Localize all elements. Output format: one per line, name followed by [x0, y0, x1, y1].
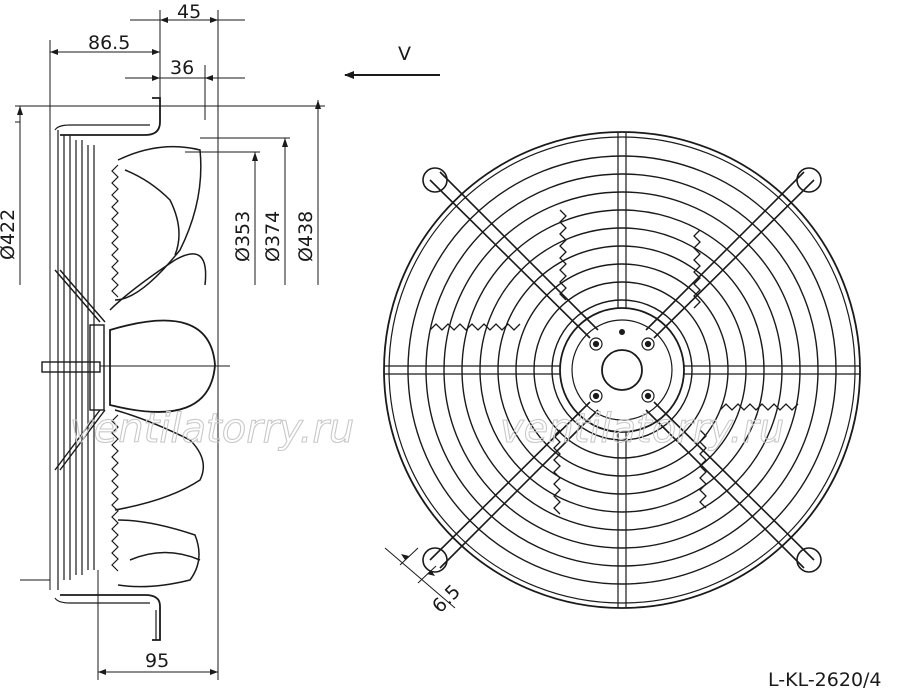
drawing-code: L-KL-2620/4 [768, 669, 882, 691]
dia-353: Ø353 [232, 211, 254, 262]
watermark-right: ventilatorry.ru [500, 406, 784, 452]
side-view: 45 86.5 36 95 Ø422 Ø353 Ø374 Ø438 [0, 1, 325, 680]
dia-438: Ø438 [295, 211, 317, 262]
watermark-left: ventilatorry.ru [70, 406, 354, 452]
watermark: ventilatorry.ru ventilatorry.ru [69, 405, 784, 452]
dim-45: 45 [177, 1, 201, 23]
dia-422: Ø422 [0, 209, 19, 260]
airflow-label: V [398, 43, 411, 65]
mount-hole-dim: 6.5 [428, 581, 465, 618]
airflow-arrow: V [344, 43, 440, 79]
dim-36: 36 [170, 57, 194, 79]
dia-374: Ø374 [262, 211, 284, 262]
front-view: 6.5 [383, 131, 861, 618]
dim-86-5: 86.5 [88, 32, 130, 54]
dim-95: 95 [145, 650, 169, 672]
